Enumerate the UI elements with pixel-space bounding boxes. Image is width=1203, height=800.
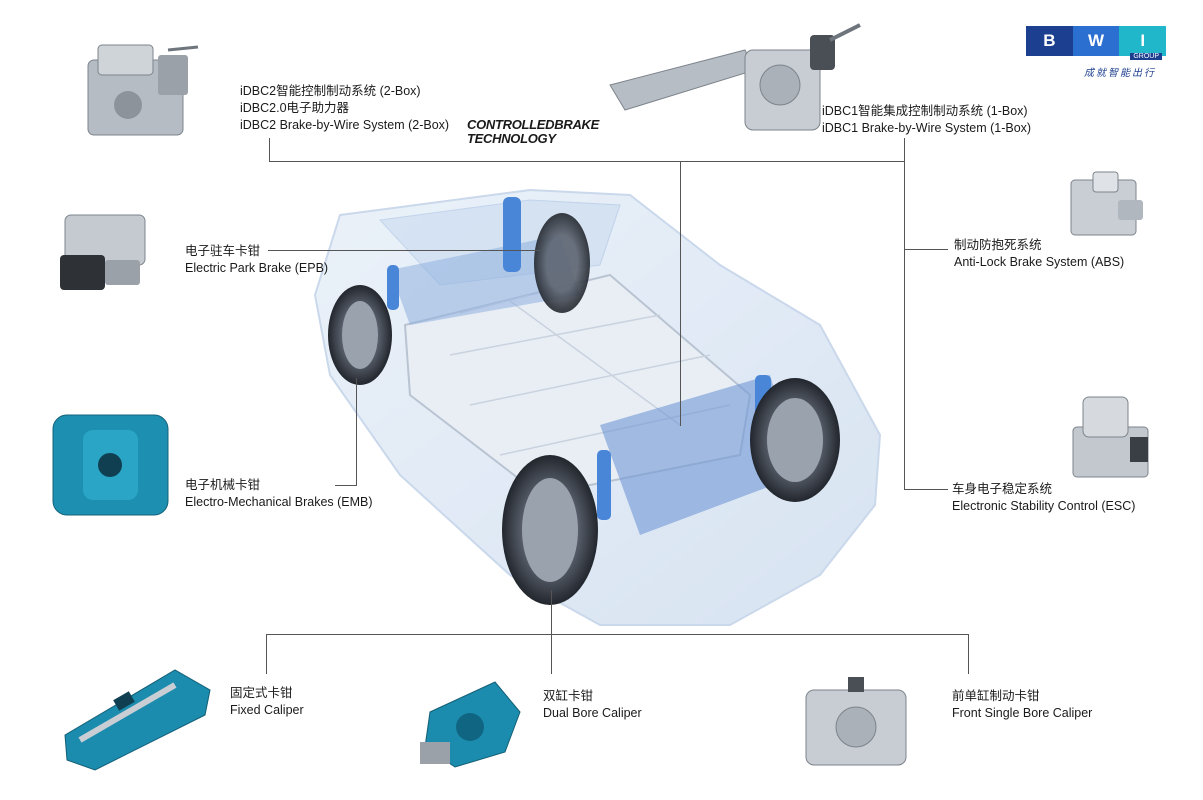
label-fixed-cn: 固定式卡钳 [230,686,293,700]
label-esc: 车身电子稳定系统 Electronic Stability Control (E… [952,481,1135,515]
tech-mark-line2: TECHNOLOGY [467,131,556,146]
idbc2-unit-image [87,44,199,136]
label-idbc1-cn: iDBC1智能集成控制制动系统 (1-Box) [822,104,1028,118]
label-idbc2-cn2: iDBC2.0电子助力器 [240,101,350,115]
label-dual-en: Dual Bore Caliper [543,706,642,720]
label-emb-en: Electro-Mechanical Brakes (EMB) [185,495,373,509]
connector-emb-h [335,485,357,486]
connector-abs-h [904,249,948,250]
label-epb: 电子驻车卡钳 Electric Park Brake (EPB) [185,243,328,277]
emb-caliper-image [52,414,169,516]
label-esc-en: Electronic Stability Control (ESC) [952,499,1136,513]
label-abs-cn: 制动防抱死系统 [954,238,1042,252]
label-epb-cn: 电子驻车卡钳 [185,244,261,258]
connector-top-h [269,161,905,162]
label-idbc2: iDBC2智能控制制动系统 (2-Box) iDBC2.0电子助力器 iDBC2… [240,83,449,134]
label-fixed-en: Fixed Caliper [230,703,304,717]
logo-group-text: GROUP [1130,53,1162,60]
connector-epb-h [268,250,540,251]
bwi-logo: B W I GROUP 成就智能出行 [1026,26,1167,79]
connector-fixed-v [266,634,267,674]
logo-letter-w: W [1072,26,1120,56]
label-dual-cn: 双缸卡钳 [543,689,594,703]
connector-front-v [968,634,969,674]
label-esc-cn: 车身电子稳定系统 [952,482,1053,496]
label-idbc2-en: iDBC2 Brake-by-Wire System (2-Box) [240,118,450,132]
logo-letter-i: I [1119,26,1167,56]
connector-esc-h [904,489,948,490]
connector-bottom-h [266,634,969,635]
label-idbc2-cn: iDBC2智能控制制动系统 (2-Box) [240,84,421,98]
connector-right-v [904,138,905,490]
label-emb: 电子机械卡钳 Electro-Mechanical Brakes (EMB) [185,477,373,511]
car-illustration [313,188,882,626]
label-fixed: 固定式卡钳 Fixed Caliper [230,685,304,719]
label-idbc1-en: iDBC1 Brake-by-Wire System (1-Box) [822,121,1032,135]
label-front: 前单缸制动卡钳 Front Single Bore Caliper [952,688,1092,722]
connector-bottom-stem [551,590,552,635]
fixed-caliper-image [64,669,211,771]
label-abs-en: Anti-Lock Brake System (ABS) [954,255,1125,269]
abs-module-image [1070,171,1143,236]
label-dual: 双缸卡钳 Dual Bore Caliper [543,688,642,722]
tech-mark-line1: CONTROLLEDBRAKE [467,117,599,132]
connector-emb-v [356,378,357,486]
front-single-bore-caliper-image [805,677,907,766]
logo-letter-b: B [1026,26,1073,56]
label-abs: 制动防抱死系统 Anti-Lock Brake System (ABS) [954,237,1124,271]
label-front-cn: 前单缸制动卡钳 [952,689,1040,703]
dual-bore-caliper-image [420,681,521,768]
label-epb-en: Electric Park Brake (EPB) [185,261,329,275]
epb-caliper-image [60,214,146,290]
label-emb-cn: 电子机械卡钳 [185,478,261,492]
esc-module-image [1072,396,1149,478]
connector-center-v [680,161,681,426]
connector-idbc2-v [269,138,270,162]
idbc1-unit-image [609,23,861,131]
label-front-en: Front Single Bore Caliper [952,706,1093,720]
logo-slogan: 成就智能出行 [1084,68,1156,79]
label-idbc1: iDBC1智能集成控制制动系统 (1-Box) iDBC1 Brake-by-W… [822,103,1031,137]
controlled-brake-technology-mark: CONTROLLEDBRAKE TECHNOLOGY [467,118,599,146]
connector-dual-v [551,634,552,674]
